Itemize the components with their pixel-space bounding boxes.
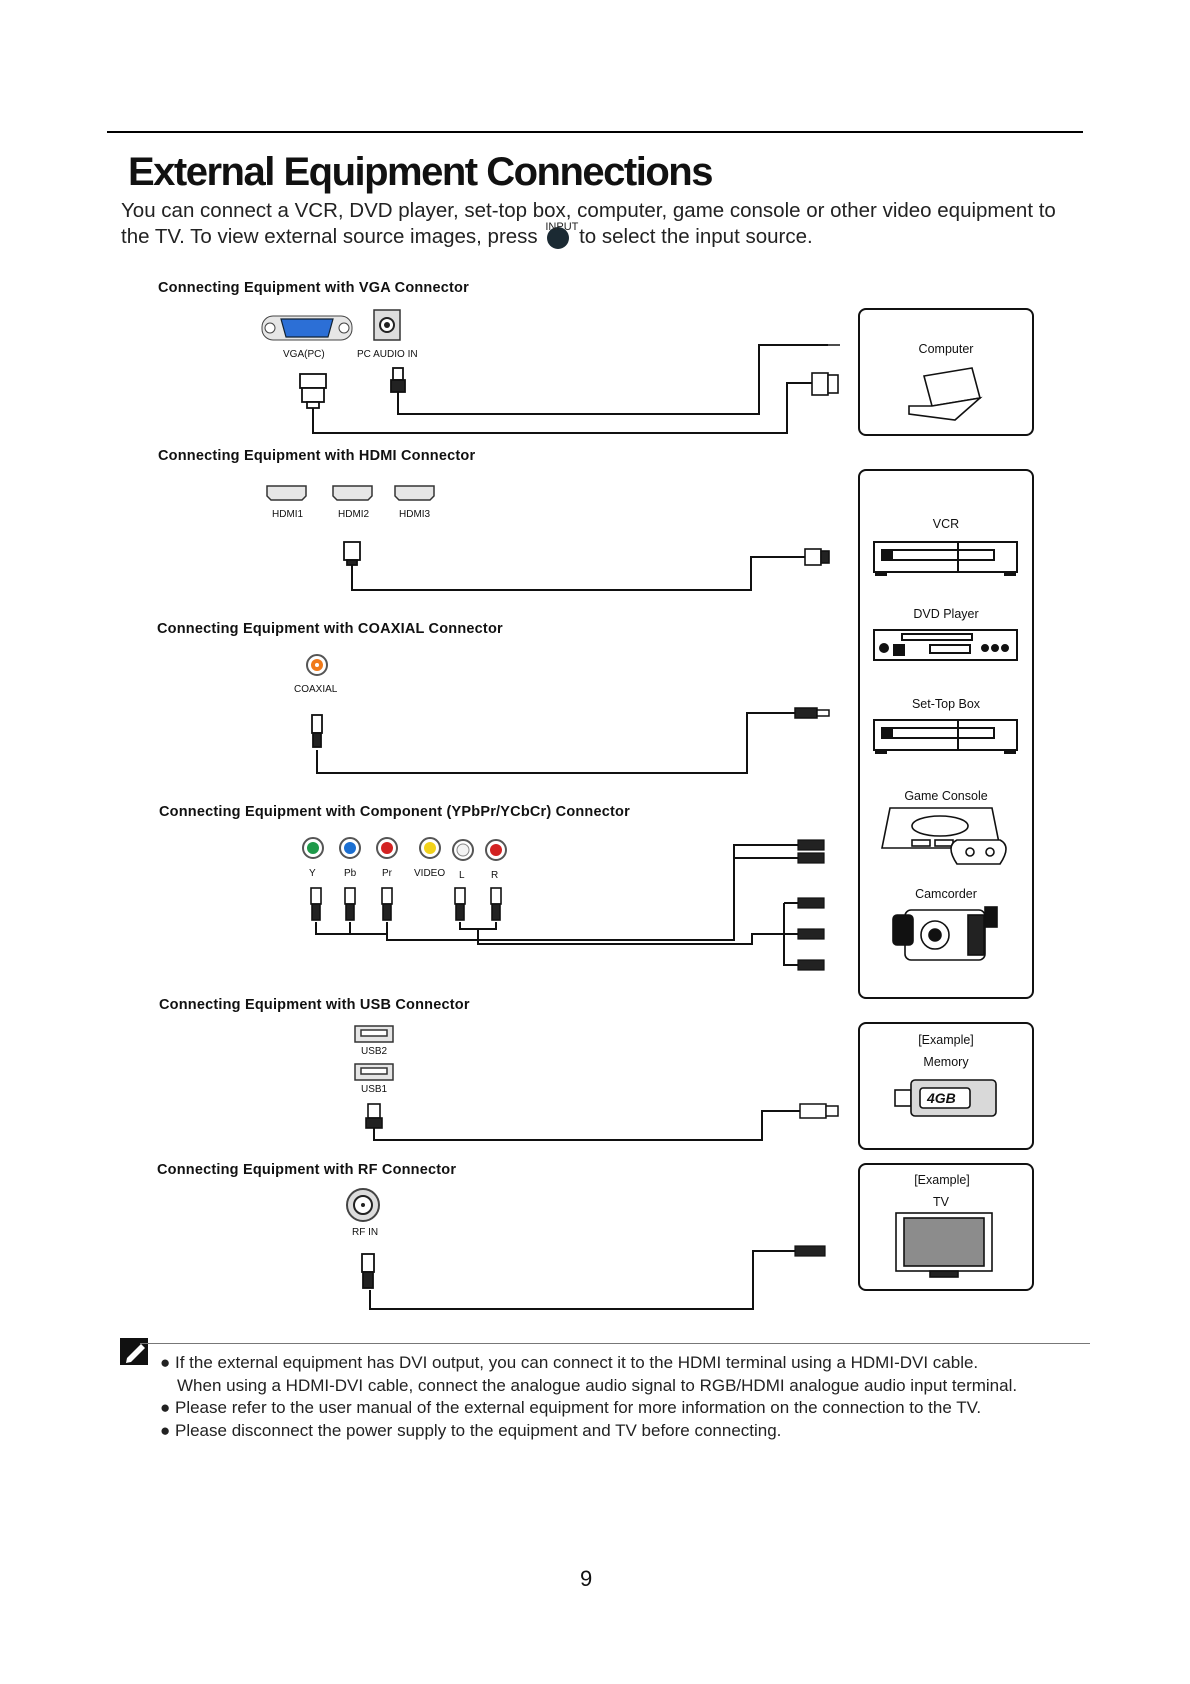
tv-icon (895, 1212, 993, 1278)
input-button-caption: INPUT (545, 221, 579, 233)
device-label-vcr: VCR (932, 517, 960, 531)
device-label-tv: TV (933, 1195, 949, 1209)
component-cable-a (386, 844, 798, 941)
camcorder-icon (892, 906, 998, 961)
vga-cable (312, 382, 812, 434)
port-label-pr: Pr (382, 868, 392, 879)
device-label-memory-example: [Example] (918, 1033, 974, 1047)
hdmi-cable (351, 556, 805, 591)
usb-cable (373, 1110, 800, 1141)
memory-box (858, 1022, 1034, 1150)
vcr-hdmi-plug-icon (804, 548, 830, 566)
port-label-usb2: USB2 (361, 1046, 388, 1057)
section-rf-title: Connecting Equipment with RF Connector (157, 1162, 457, 1178)
intro-line-1: You can connect a VCR, DVD player, set-t… (121, 199, 1056, 222)
memory-stick-icon (894, 1079, 997, 1117)
input-button-icon: INPUT (545, 221, 578, 249)
note-3: ● Please disconnect the power supply to … (160, 1420, 782, 1440)
port-label-coaxial: COAXIAL (294, 684, 338, 695)
ypbpr-bundle (315, 922, 388, 935)
port-label-pb: Pb (344, 868, 357, 879)
port-label-rf-in: RF IN (352, 1227, 379, 1238)
rf-cable (369, 1250, 795, 1310)
component-cable-b (477, 929, 798, 945)
intro-line-2: the TV. To view external source images, … (121, 221, 1131, 250)
device-label-tv-example: [Example] (914, 1173, 970, 1187)
port-label-hdmi2: HDMI2 (338, 509, 370, 520)
note-2: ● Please refer to the user manual of the… (160, 1398, 982, 1417)
section-usb-title: Connecting Equipment with USB Connector (159, 997, 470, 1013)
coaxial-plug-icon (311, 714, 323, 748)
memory-capacity-label: 4GB (927, 1090, 956, 1106)
dvd-player-icon (873, 629, 1018, 661)
memory-usb-plug-icon (799, 1103, 839, 1119)
notes-divider (140, 1343, 1090, 1344)
section-coaxial-title: Connecting Equipment with COAXIAL Connec… (157, 621, 503, 637)
component-plugs-icon (310, 887, 502, 921)
device-label-memory: Memory (923, 1055, 969, 1069)
vga-plug-icon (299, 373, 327, 409)
intro-line-2-after: to select the input source. (579, 225, 813, 248)
intro-line-2-before: the TV. To view external source images, … (121, 225, 538, 248)
component-device-plugs-icon (797, 839, 825, 971)
hdmi-plug-icon (343, 541, 361, 566)
port-label-hdmi1: HDMI1 (272, 509, 304, 520)
coaxial-port-icon (306, 654, 328, 676)
page-title: External Equipment Connections (128, 150, 713, 194)
device-label-game: Game Console (904, 789, 988, 803)
coaxial-cable (316, 712, 795, 774)
set-top-box-icon (873, 719, 1018, 754)
rf-plug-icon (361, 1253, 375, 1289)
device-label-dvd: DVD Player (913, 607, 979, 621)
computer-vga-plug-icon (811, 372, 839, 396)
section-component-title: Connecting Equipment with Component (YPb… (159, 804, 630, 820)
port-label-l: L (459, 870, 465, 881)
component-ports-icon (302, 837, 507, 861)
vga-port-icon (261, 315, 353, 341)
game-console-icon (881, 807, 1007, 865)
pc-audio-port-icon (373, 309, 401, 341)
page-number: 9 (580, 1566, 593, 1591)
note-1-continued: When using a HDMI-DVI cable, connect the… (177, 1375, 1018, 1395)
audio-video-bundle (459, 922, 497, 930)
vcr-icon (873, 541, 1018, 576)
hdmi-ports-icon (266, 485, 435, 501)
pencil-note-icon (120, 1338, 148, 1365)
port-label-pc-audio: PC AUDIO IN (357, 349, 418, 360)
section-hdmi-title: Connecting Equipment with HDMI Connector (158, 448, 476, 464)
intro-text: You can connect a VCR, DVD player, set-t… (121, 198, 1131, 250)
usb-plug-icon (365, 1103, 383, 1129)
note-1: ● If the external equipment has DVI outp… (160, 1353, 979, 1372)
usb-ports-icon (354, 1025, 394, 1081)
device-label-computer: Computer (918, 342, 974, 356)
device-label-camcorder: Camcorder (915, 887, 977, 901)
notes-list: ● If the external equipment has DVI outp… (160, 1352, 1090, 1442)
coaxial-device-plug-icon (794, 707, 830, 719)
device-label-stb: Set-Top Box (911, 697, 981, 711)
header-rule (107, 131, 1083, 133)
port-label-usb1: USB1 (361, 1084, 388, 1095)
pc-audio-plug-icon (390, 367, 406, 393)
tv-rf-plug-icon (794, 1245, 826, 1257)
section-vga-title: Connecting Equipment with VGA Connector (158, 280, 469, 296)
port-label-r: R (491, 870, 499, 881)
port-label-y: Y (309, 868, 316, 879)
rf-port-icon (346, 1188, 380, 1222)
laptop-icon (908, 367, 983, 421)
port-label-hdmi3: HDMI3 (399, 509, 431, 520)
pc-audio-cable (397, 344, 828, 415)
port-label-vga-pc: VGA(PC) (283, 349, 325, 360)
port-label-video: VIDEO (414, 868, 446, 879)
